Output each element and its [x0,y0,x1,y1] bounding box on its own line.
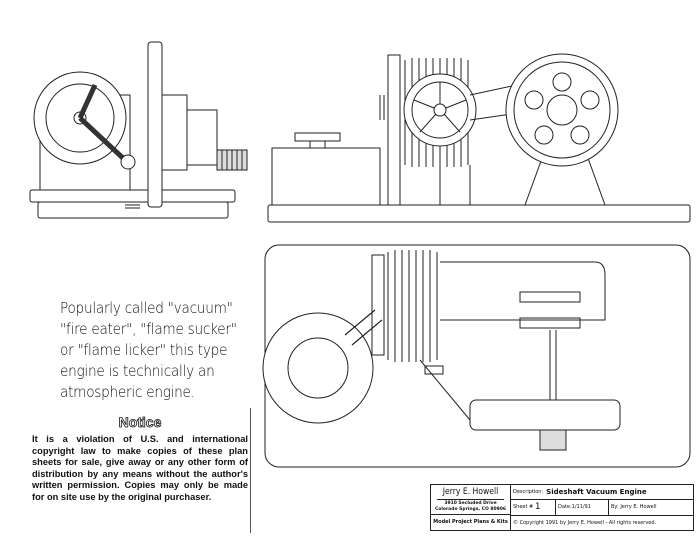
divider [250,408,251,533]
by-value: Jerry E. Howell [620,504,657,511]
intro-line: or "flame licker" this type [60,341,228,359]
intro-line: atmospheric engine. [60,383,195,401]
description-value: Sideshaft Vacuum Engine [546,488,647,497]
description-label: Description: [513,489,544,496]
top-view-drawing [262,244,691,468]
intro-text: Popularly called "vacuum" "fire eater", … [60,298,254,403]
title-block: Jerry E. Howell 3910 Secluded Drive Colo… [430,484,694,531]
intro-line: engine is technically an [60,362,215,380]
notice-title: Notice [118,414,162,431]
description-row: Description: Sideshaft Vacuum Engine [511,485,693,501]
date-label: Date: [558,504,572,511]
copyright-row: © Copyright 1991 by Jerry E. Howell - Al… [511,516,693,530]
intro-line: Popularly called "vacuum" [60,299,233,317]
side-view-drawing [267,53,691,223]
copyright-text: © Copyright 1991 by Jerry E. Howell - Al… [513,519,657,526]
sheet-label: Sheet # [513,504,534,511]
address-line: 3910 Secluded Drive [444,501,497,506]
sheet-number: 1 [534,502,541,513]
author-name: Jerry E. Howell [436,485,505,500]
date-value: 1/11/91 [571,504,591,511]
author-address: 3910 Secluded Drive Colorado Springs, CO… [431,500,510,515]
intro-line: "fire eater", "flame sucker" [60,320,237,338]
notice-body: It is a violation of U.S. and internatio… [32,434,248,502]
sheet-row: Sheet # 1 Date:1/11/91 By: Jerry E. Howe… [511,500,693,516]
company-name: Model Project Plans & Kits [433,519,508,525]
end-view-drawing [29,41,248,219]
address-line: Colorado Springs, CO 80906 [434,507,507,512]
by-label: By: [611,504,619,511]
